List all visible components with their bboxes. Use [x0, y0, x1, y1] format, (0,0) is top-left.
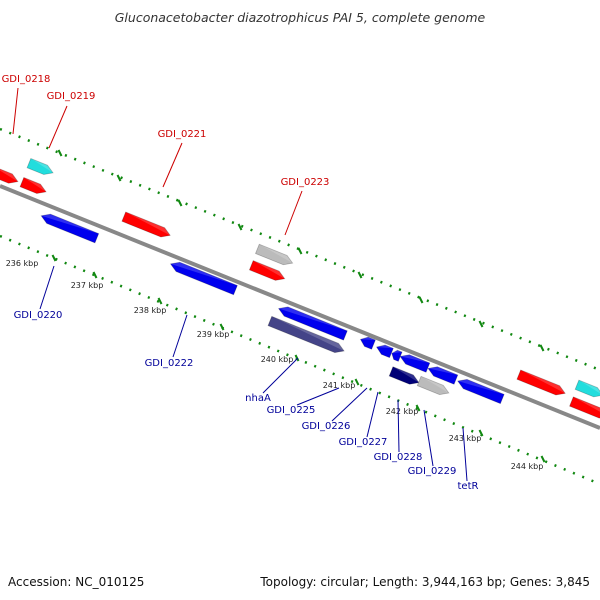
- gene-arrow-trna[interactable]: [574, 379, 600, 400]
- gene-label[interactable]: GDI_0221: [158, 129, 207, 140]
- major-tick: [540, 455, 546, 463]
- kbp-tick-label: 236 kbp: [6, 259, 39, 268]
- gene-arrow-fwd[interactable]: [121, 211, 172, 240]
- gene-arrow-rev[interactable]: [426, 364, 459, 385]
- gene-label[interactable]: GDI_0222: [145, 358, 194, 369]
- gene-arrow-misc[interactable]: [267, 315, 346, 355]
- kbp-tick-label: 237 kbp: [71, 281, 104, 290]
- gene-arrow-rev[interactable]: [398, 352, 431, 373]
- kbp-tick-label: 239 kbp: [197, 330, 230, 339]
- major-tick: [116, 174, 122, 182]
- major-tick: [478, 320, 484, 328]
- gene-arrow-rev[interactable]: [456, 376, 505, 405]
- gene-label[interactable]: tetR: [458, 481, 479, 492]
- gene-arrow-rev[interactable]: [390, 349, 403, 362]
- leader-line: [284, 190, 303, 236]
- leader-line: [462, 427, 468, 482]
- label-leaders: GDI_0218GDI_0219GDI_0221GDI_0223GDI_0220…: [2, 74, 479, 492]
- gene-label[interactable]: GDI_0229: [408, 466, 457, 477]
- major-tick: [357, 271, 363, 279]
- leader-line: [397, 399, 400, 453]
- major-tick: [478, 429, 484, 437]
- leader-line: [172, 314, 188, 358]
- gene-label[interactable]: nhaA: [245, 393, 271, 404]
- leader-line: [296, 387, 340, 406]
- accession-text: Accession: NC_010125: [8, 575, 144, 589]
- gene-arrow-rev[interactable]: [375, 342, 394, 359]
- major-tick: [57, 149, 63, 157]
- gene-arrow-rev[interactable]: [277, 304, 348, 341]
- gene-arrow-misc[interactable]: [388, 366, 421, 387]
- kbp-tick-label: 243 kbp: [449, 434, 482, 443]
- major-tick: [415, 404, 421, 412]
- gene-arrow-fwd[interactable]: [0, 165, 20, 186]
- leader-line: [39, 265, 55, 310]
- major-tick: [354, 378, 360, 386]
- major-tick: [294, 354, 300, 362]
- gene-label[interactable]: GDI_0225: [267, 405, 316, 416]
- gene-arrow-trna[interactable]: [26, 157, 55, 178]
- major-tick: [418, 296, 424, 304]
- major-tick: [92, 271, 98, 279]
- kbp-tick-label: 241 kbp: [323, 381, 356, 390]
- summary-text: Topology: circular; Length: 3,944,163 bp…: [259, 575, 590, 589]
- major-tick: [51, 254, 57, 262]
- gene-arrow-rev[interactable]: [359, 335, 376, 350]
- major-tick: [237, 223, 243, 231]
- gene-arrow-misc[interactable]: [254, 243, 295, 267]
- gene-arrow-rev[interactable]: [169, 259, 238, 296]
- major-tick: [157, 297, 163, 305]
- gene-label[interactable]: GDI_0226: [302, 421, 351, 432]
- gene-arrow-misc[interactable]: [416, 375, 450, 397]
- gene-arrow-rev[interactable]: [39, 211, 100, 244]
- major-tick: [297, 247, 303, 255]
- leader-line: [48, 105, 68, 149]
- leader-line: [262, 357, 299, 394]
- leader-line: [423, 409, 434, 467]
- map-title: Gluconacetobacter diazotrophicus PAI 5, …: [115, 10, 486, 25]
- kbp-tick-labels: 236 kbp 237 kbp 238 kbp 239 kbp 240 kbp 241 k…: [6, 259, 544, 471]
- inner-tick-ring: [0, 234, 600, 486]
- kbp-tick-label: 244 kbp: [511, 462, 544, 471]
- kbp-tick-label: 240 kbp: [261, 355, 294, 364]
- feature-track: [0, 157, 600, 419]
- backbone: [0, 184, 600, 430]
- gene-label[interactable]: GDI_0220: [14, 310, 63, 321]
- gene-label[interactable]: GDI_0219: [47, 91, 96, 102]
- tick-ring: [0, 127, 600, 486]
- gene-arrow-fwd[interactable]: [19, 176, 48, 197]
- kbp-tick-label: 238 kbp: [134, 306, 167, 315]
- leader-line: [12, 87, 19, 135]
- leader-line: [366, 391, 379, 438]
- major-tick: [219, 323, 225, 331]
- major-tick: [539, 344, 545, 352]
- gene-arrow-fwd[interactable]: [248, 260, 286, 284]
- gene-label[interactable]: GDI_0218: [2, 74, 51, 85]
- leader-line: [162, 142, 183, 188]
- gene-label[interactable]: GDI_0227: [339, 437, 388, 448]
- kbp-tick-label: 242 kbp: [386, 407, 419, 416]
- gene-label[interactable]: GDI_0223: [281, 177, 330, 188]
- leader-line: [331, 387, 368, 422]
- gene-label[interactable]: GDI_0228: [374, 452, 423, 463]
- gene-arrow-fwd[interactable]: [516, 369, 567, 398]
- major-tick: [177, 199, 183, 207]
